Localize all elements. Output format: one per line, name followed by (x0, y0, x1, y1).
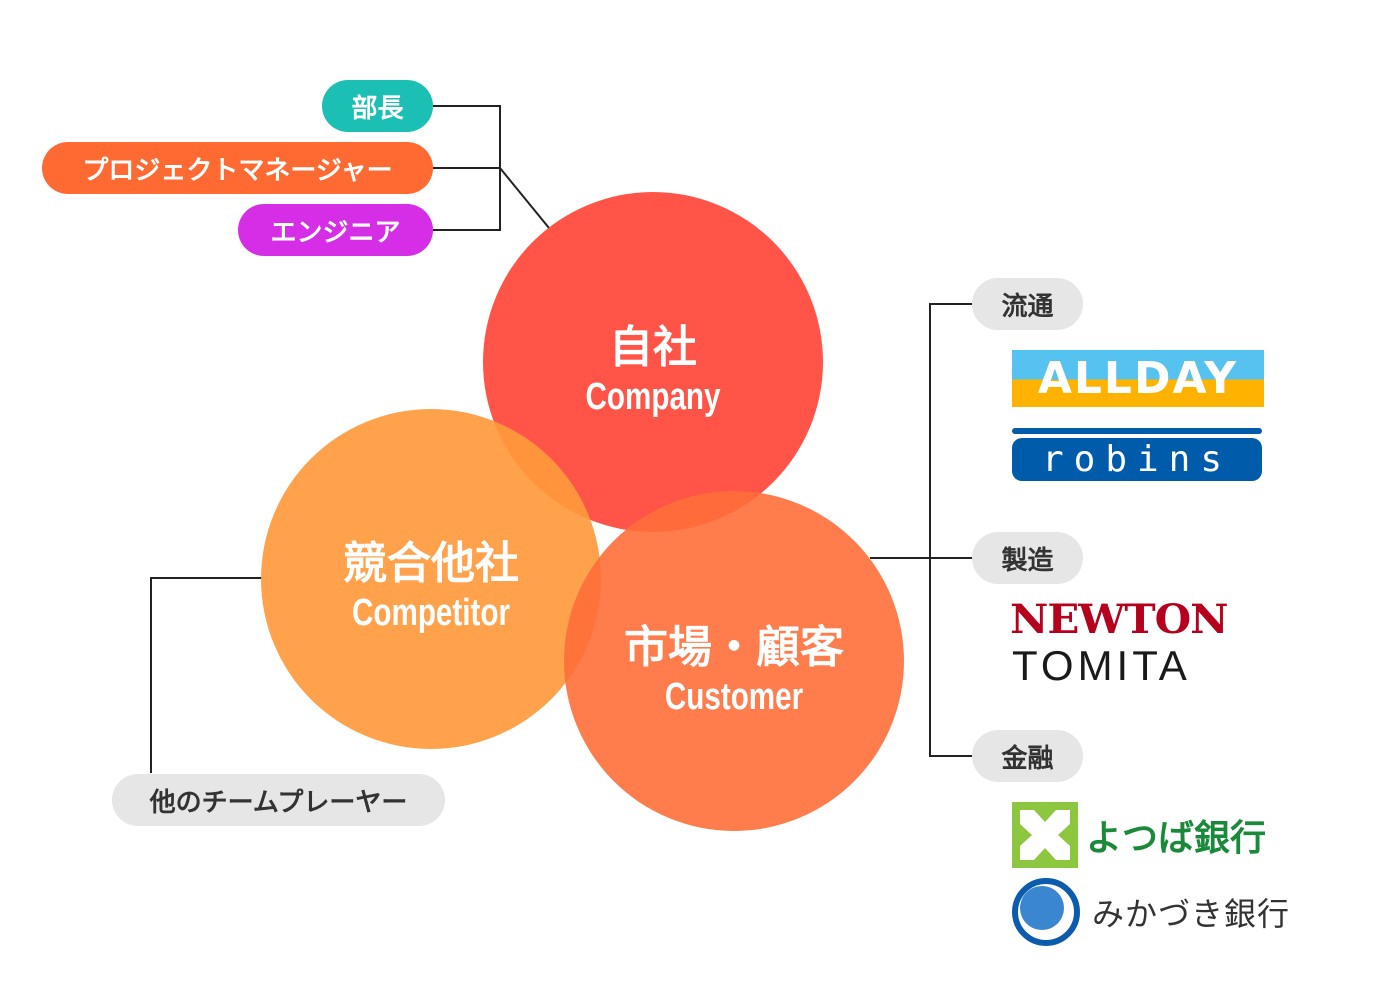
newton-logo: NEWTON (1010, 596, 1229, 643)
customer-en: Customer (664, 676, 804, 718)
sector-distribution: 流通 (972, 278, 1083, 330)
connector-lines (150, 105, 972, 773)
robins-logo: robins (1012, 428, 1262, 481)
allday-logo-text: ALLDAY (1037, 353, 1239, 404)
robins-logo-text: robins (1041, 439, 1233, 480)
company-en: Company (585, 376, 721, 418)
role-engineer: エンジニア (238, 204, 433, 256)
sector-manufacturing: 製造 (972, 532, 1083, 584)
mikazuki-bank-name: みかづき銀行 (1092, 895, 1291, 933)
allday-logo: ALLDAY (1012, 350, 1264, 407)
competitor-jp: 競合他社 (343, 538, 519, 589)
customer-jp: 市場・顧客 (624, 622, 844, 673)
tomita-logo: TOMITA (1012, 642, 1191, 689)
sector-finance: 金融 (972, 730, 1083, 782)
company-label: 自社 Company (533, 322, 773, 420)
role-manager: 部長 (322, 80, 433, 132)
yotsuba-clover-icon (1012, 802, 1078, 868)
role-project-manager: プロジェクトマネージャー (42, 142, 433, 194)
company-jp: 自社 (609, 322, 697, 373)
competitor-circle (261, 409, 601, 749)
yotsuba-bank-logo: よつば銀行 (1012, 802, 1266, 868)
competitor-label: 競合他社 Competitor (301, 538, 561, 636)
competitor-en: Competitor (351, 592, 511, 634)
competitor-connector (150, 577, 262, 773)
sectors-bracket (870, 303, 972, 757)
customer-circle (564, 491, 904, 831)
company-circle (483, 192, 823, 532)
roles-bracket (433, 105, 550, 231)
yotsuba-bank-name: よつば銀行 (1086, 818, 1267, 859)
mikazuki-moon-icon (1012, 878, 1080, 946)
customer-label: 市場・顧客 Customer (584, 622, 884, 720)
other-players-label: 他のチームプレーヤー (112, 774, 445, 826)
mikazuki-bank-logo: みかづき銀行 (1012, 878, 1290, 946)
